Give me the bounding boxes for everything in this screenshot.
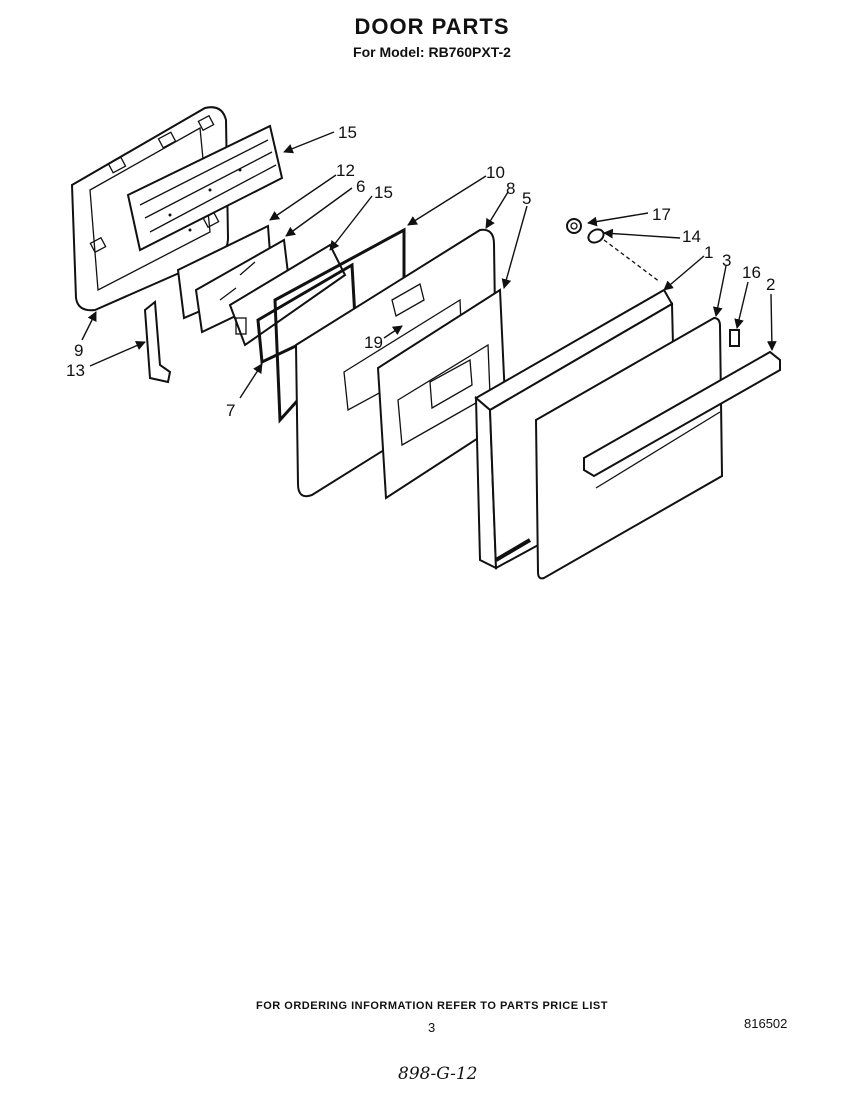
part-16-end-cap <box>729 329 740 347</box>
page-number: 3 <box>428 1020 436 1035</box>
callout-8: 8 <box>506 179 515 198</box>
handwritten-annotation: 898-G-12 <box>398 1064 478 1084</box>
callout-9: 9 <box>74 341 83 360</box>
callout-10: 10 <box>486 163 505 182</box>
ordering-note: FOR ORDERING INFORMATION REFER TO PARTS … <box>256 1000 608 1012</box>
callout-7: 7 <box>226 401 235 420</box>
callout-2: 2 <box>766 275 775 294</box>
callout-6: 6 <box>356 177 365 196</box>
model-subtitle: For Model: RB760PXT-2 <box>353 44 511 60</box>
callout-4: 15 <box>338 123 357 142</box>
callout-13: 13 <box>66 361 85 380</box>
part-17-bulb-socket <box>566 218 582 234</box>
page-title: DOOR PARTS <box>354 14 510 39</box>
part-14-bulb <box>587 228 661 283</box>
callout-5: 5 <box>522 189 531 208</box>
callout-14: 14 <box>682 227 701 246</box>
part-13-hinge <box>143 300 172 384</box>
callout-12: 12 <box>336 161 355 180</box>
document-code: 816502 <box>744 1016 788 1031</box>
leader-lines <box>81 131 777 399</box>
callout-1: 1 <box>704 243 713 262</box>
part-4-insulation <box>126 124 284 252</box>
callout-16: 16 <box>742 263 761 282</box>
callout-19: 19 <box>364 333 383 352</box>
callout-3: 3 <box>722 251 731 270</box>
callout-15: 15 <box>374 183 393 202</box>
part-2-handle <box>583 350 781 478</box>
callout-17: 17 <box>652 205 671 224</box>
